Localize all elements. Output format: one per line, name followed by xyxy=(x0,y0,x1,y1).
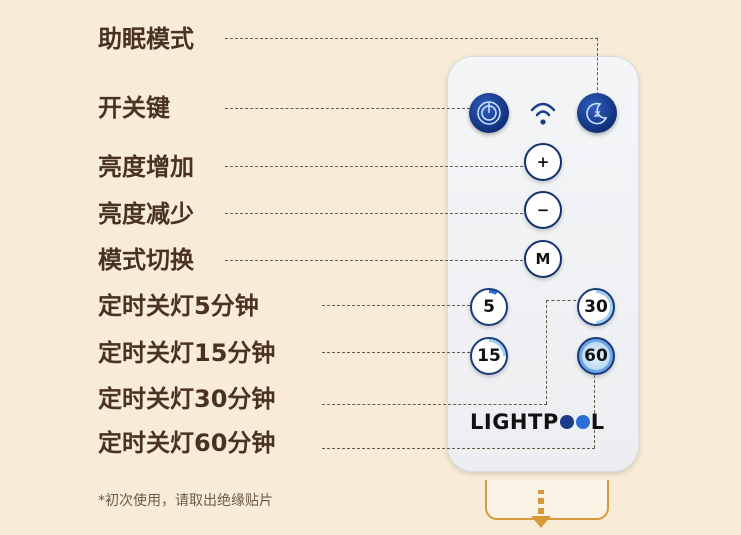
label-timer-5: 定时关灯5分钟 xyxy=(98,292,259,320)
leader-timer-5 xyxy=(322,305,470,306)
label-brightness-down: 亮度减少 xyxy=(98,200,194,228)
leader-sleep-mode-vertical xyxy=(597,38,598,100)
insulation-tab xyxy=(485,480,609,520)
ir-signal-icon xyxy=(530,102,556,125)
timer-60-button[interactable]: 60 xyxy=(577,337,615,375)
brightness-down-button[interactable]: − xyxy=(524,191,562,229)
leader-timer-30-vertical xyxy=(546,300,547,404)
leader-timer-60-vertical xyxy=(594,375,595,448)
timer-60-label: 60 xyxy=(582,342,610,370)
leader-sleep-mode xyxy=(225,38,598,39)
brightness-up-button[interactable]: + xyxy=(524,143,562,181)
timer-15-button[interactable]: 15 xyxy=(470,337,508,375)
brand-logo: LIGHTP L xyxy=(470,410,605,434)
leader-timer-15 xyxy=(322,352,470,353)
timer-5-label: 5 xyxy=(475,293,503,321)
power-button[interactable] xyxy=(469,93,509,133)
leader-brightness-up xyxy=(225,166,523,167)
mode-switch-button[interactable]: M xyxy=(524,240,562,278)
label-mode-switch: 模式切换 xyxy=(98,246,194,274)
logo-dot-navy xyxy=(559,415,574,429)
brand-logo-left: LIGHTP xyxy=(470,410,559,434)
timer-5-button[interactable]: 5 xyxy=(470,288,508,326)
power-icon xyxy=(477,101,501,125)
label-sleep-mode: 助眠模式 xyxy=(98,25,194,53)
brand-logo-right: L xyxy=(590,410,605,434)
label-timer-30: 定时关灯30分钟 xyxy=(98,385,276,413)
leader-brightness-down xyxy=(225,213,523,214)
timer-15-label: 15 xyxy=(475,342,503,370)
usage-note: *初次使用，请取出绝缘贴片 xyxy=(98,493,273,509)
label-power: 开关键 xyxy=(98,94,170,122)
leader-power xyxy=(225,108,470,109)
sleep-mode-button[interactable] xyxy=(577,93,617,133)
timer-30-button[interactable]: 30 xyxy=(577,288,615,326)
leader-timer-30 xyxy=(322,404,547,405)
label-timer-60: 定时关灯60分钟 xyxy=(98,429,276,457)
leader-timer-30-tail xyxy=(546,300,576,301)
moon-icon xyxy=(586,102,608,125)
pull-arrow-icon xyxy=(531,490,551,528)
label-brightness-up: 亮度增加 xyxy=(98,153,194,181)
label-timer-15: 定时关灯15分钟 xyxy=(98,339,276,367)
timer-30-label: 30 xyxy=(582,293,610,321)
logo-dot-blue xyxy=(575,415,590,429)
leader-mode-switch xyxy=(225,260,523,261)
leader-timer-60 xyxy=(322,448,595,449)
